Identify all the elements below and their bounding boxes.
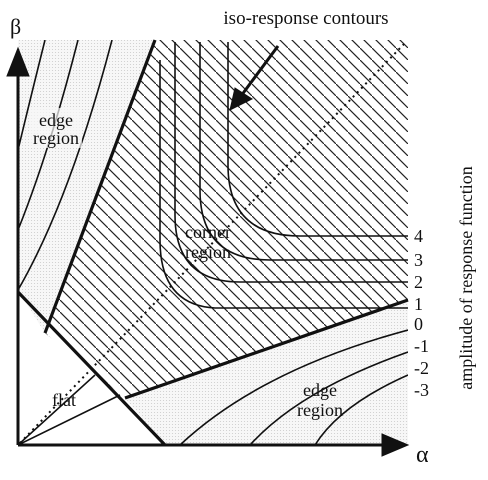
svg-text:edge: edge	[303, 380, 337, 400]
contour-neg2-bottom	[249, 351, 408, 445]
contour-4	[227, 42, 408, 237]
callout-arrow	[229, 45, 280, 111]
callout-label: iso-response contours	[223, 8, 388, 29]
region-label-edge-top: edge region	[30, 108, 82, 148]
svg-text:corner: corner	[185, 222, 231, 242]
region-label-corner: corner region	[185, 222, 231, 262]
y-axis-label: β	[10, 14, 21, 39]
fan-line-1	[18, 394, 121, 445]
diagonal-dotted-line	[19, 43, 405, 444]
x-axis-arrowhead	[381, 433, 410, 457]
svg-text:edge: edge	[39, 110, 73, 130]
contour-neg3-top	[18, 40, 46, 151]
level-label: 4	[414, 226, 423, 246]
level-label: -3	[414, 380, 429, 400]
boundary-lower	[124, 298, 409, 400]
contour-1	[159, 60, 408, 309]
fan-line-2	[18, 374, 96, 445]
x-axis-label: α	[416, 442, 429, 468]
level-label: 2	[414, 272, 423, 292]
contour-neg1-top	[18, 40, 113, 291]
axes	[6, 46, 410, 457]
iso-response-contours	[18, 40, 408, 445]
level-label: -2	[414, 358, 429, 378]
level-label: 3	[414, 250, 423, 270]
contour-neg1-bottom	[179, 329, 408, 445]
region-label-flat: flat	[52, 390, 76, 410]
svg-text:region: region	[185, 242, 231, 262]
svg-text:region: region	[297, 400, 343, 420]
boundary-upper	[43, 39, 157, 334]
region-label-edge-bottom: edge region	[297, 380, 343, 420]
svg-text:region: region	[33, 128, 79, 148]
level-label: -1	[414, 336, 429, 356]
level-label: 0	[414, 314, 423, 334]
contour-neg3-bottom	[314, 374, 408, 445]
amplitude-axis-label: amplitude of response function	[456, 166, 476, 389]
contour-level-labels: 4 3 2 1 0 -1 -2 -3	[414, 226, 429, 400]
contour-3	[199, 42, 408, 261]
y-axis-arrowhead	[6, 46, 30, 77]
level-label: 1	[414, 294, 423, 314]
